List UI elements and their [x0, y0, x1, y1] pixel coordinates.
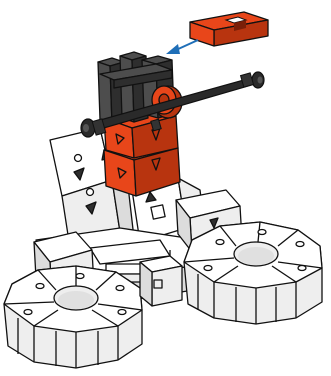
- direction-arrow-icon: [166, 40, 198, 54]
- orange-slotted-block: [190, 12, 268, 46]
- right-wheel: [184, 222, 322, 324]
- left-wheel: [4, 266, 142, 368]
- connector-blocks: [140, 256, 182, 306]
